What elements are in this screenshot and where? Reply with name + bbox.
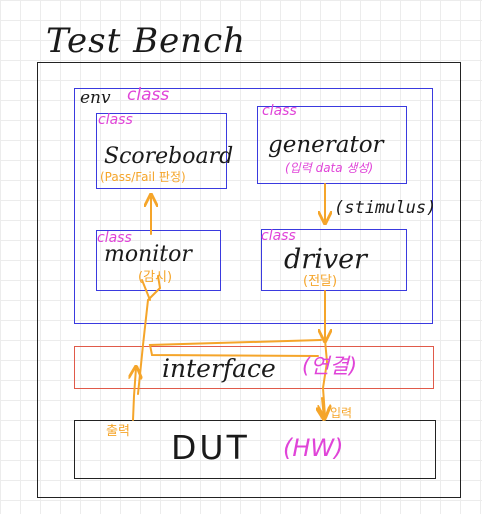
driver-label: driver <box>284 244 367 275</box>
driver-box <box>261 229 407 291</box>
scoreboard-class-tag: class <box>98 112 133 128</box>
dut-output-note: 출력 <box>106 424 130 439</box>
wire-monitor-to-interface <box>137 287 161 395</box>
interface-label: interface <box>162 354 276 383</box>
wire-monitor-loop <box>141 275 161 301</box>
dut-input-note: 입력 <box>330 406 353 420</box>
driver-note: (전달) <box>303 274 338 289</box>
env-class-tag: class <box>127 85 170 105</box>
scoreboard-label: Scoreboard <box>104 144 234 169</box>
arrow-dut-input <box>322 397 324 418</box>
diagram-title: Test Bench <box>46 21 247 61</box>
dut-hw-note: (HW) <box>283 434 344 462</box>
generator-class-tag: class <box>262 103 297 119</box>
generator-note: (입력 data 생성) <box>285 161 374 175</box>
env-label: env <box>80 88 111 108</box>
generator-box <box>257 106 407 184</box>
scoreboard-box <box>96 113 227 189</box>
monitor-class-tag: class <box>97 230 132 246</box>
monitor-label: monitor <box>104 242 192 267</box>
dut-label: DUT <box>171 428 250 467</box>
interface-box <box>74 346 434 389</box>
stimulus-label: (stimulus) <box>334 198 437 218</box>
monitor-note: (감시) <box>138 270 173 285</box>
dut-box <box>74 420 436 479</box>
wire-interface-right <box>148 339 322 357</box>
env-frame <box>74 88 433 324</box>
generator-label: generator <box>268 132 384 158</box>
arrow-dut-output-to-monitor <box>133 368 136 421</box>
driver-class-tag: class <box>261 228 296 244</box>
scoreboard-note: (Pass/Fail 판정) <box>100 170 186 184</box>
wire-driver-to-dut <box>323 339 327 416</box>
interface-note: (연결) <box>302 354 358 378</box>
test-bench-frame <box>37 62 461 498</box>
